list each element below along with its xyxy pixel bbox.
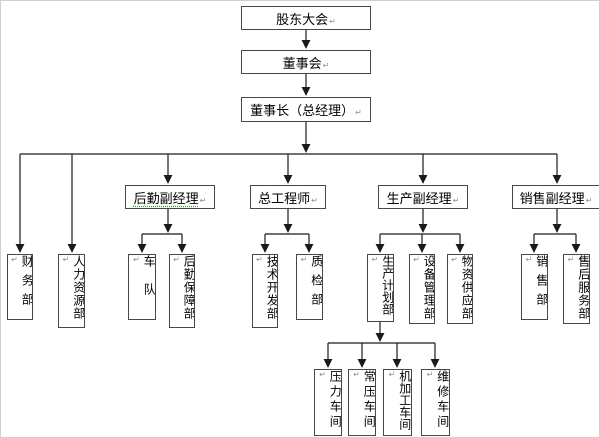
org-node-machining-workshop: 机加工车间↵	[383, 369, 412, 436]
org-node-logistics-deputy-manager: 后勤副经理↵	[125, 185, 215, 209]
return-mark-icon: ↵	[311, 195, 318, 205]
org-node-logistics-support-dept: 后勤保障部↵	[169, 254, 195, 328]
org-node-fleet: 车队↵	[128, 254, 156, 320]
return-mark-icon: ↵	[387, 370, 397, 379]
return-mark-icon: ↵	[199, 195, 207, 205]
return-mark-icon: ↵	[132, 255, 141, 280]
node-label: 维修车间	[435, 370, 450, 430]
return-mark-icon: ↵	[450, 255, 459, 265]
org-node-pressure-workshop: 压力车间↵	[314, 369, 342, 436]
org-node-hr-dept: 人力资源部↵	[58, 254, 85, 328]
org-node-chairman: 董事长（总经理）↵	[241, 97, 371, 122]
org-node-production-deputy-manager: 生产副经理↵	[378, 185, 468, 209]
node-label: 压力车间	[328, 370, 342, 430]
return-mark-icon: ↵	[585, 195, 593, 205]
node-label: 人力资源部	[71, 255, 85, 320]
return-mark-icon: ↵	[318, 370, 327, 382]
return-mark-icon: ↵	[255, 255, 264, 265]
return-mark-icon: ↵	[352, 370, 361, 382]
return-mark-icon: ↵	[370, 255, 380, 264]
org-node-maintenance-workshop: 维修车间↵	[421, 369, 450, 436]
return-mark-icon: ↵	[524, 255, 534, 271]
org-node-production-planning-dept: 生产计划部↵	[367, 254, 394, 322]
return-mark-icon: ↵	[412, 255, 421, 265]
org-node-chief-engineer: 总工程师↵	[250, 185, 326, 209]
node-label: 财务部	[20, 255, 33, 312]
node-label: 董事长（总经理）	[250, 104, 355, 119]
node-label: 生产计划部	[380, 255, 394, 315]
org-node-tech-development-dept: 技术开发部↵	[252, 254, 278, 328]
node-label: 销售部	[534, 255, 548, 312]
return-mark-icon: ↵	[452, 195, 460, 205]
org-node-finance-dept: 财务部↵	[7, 254, 33, 320]
node-label: 销售副经理	[519, 191, 585, 207]
org-node-after-sales-service-dept: 售后服务部↵	[563, 254, 590, 324]
return-mark-icon: ↵	[61, 255, 71, 265]
org-node-board: 董事会↵	[241, 50, 371, 74]
node-label: 董事会	[282, 56, 322, 72]
org-node-sales-deputy-manager: 销售副经理↵	[512, 185, 599, 209]
node-label: 质检部	[309, 255, 323, 312]
node-label: 技术开发部	[265, 255, 278, 320]
return-mark-icon: ↵	[566, 255, 576, 265]
org-node-material-supply-dept: 物资供应部↵	[447, 254, 473, 324]
node-label: 物资供应部	[460, 255, 473, 320]
node-label: 股东大会	[276, 12, 329, 28]
org-node-quality-inspection-dept: 质检部↵	[296, 254, 323, 320]
node-label: 常压车间	[362, 370, 376, 430]
node-label: 后勤保障部	[182, 255, 195, 320]
return-mark-icon: ↵	[355, 108, 362, 117]
return-mark-icon: ↵	[10, 255, 19, 271]
node-label: 车队	[142, 255, 156, 311]
node-label: 总工程师	[258, 191, 311, 207]
node-label: 售后服务部	[576, 255, 590, 320]
org-node-sales-dept: 销售部↵	[521, 254, 548, 320]
org-node-equipment-management-dept: 设备管理部↵	[409, 254, 435, 324]
node-label: 设备管理部	[422, 255, 435, 320]
return-mark-icon: ↵	[172, 255, 181, 265]
return-mark-icon: ↵	[329, 16, 336, 26]
return-mark-icon: ↵	[425, 370, 435, 382]
return-mark-icon: ↵	[299, 255, 309, 271]
org-node-shareholders: 股东大会↵	[241, 6, 371, 30]
node-label: 生产副经理	[386, 191, 452, 207]
node-label: 机加工车间	[397, 370, 412, 430]
node-label: 后勤副经理	[133, 191, 199, 207]
return-mark-icon: ↵	[322, 60, 330, 70]
org-node-atmospheric-workshop: 常压车间↵	[348, 369, 376, 436]
